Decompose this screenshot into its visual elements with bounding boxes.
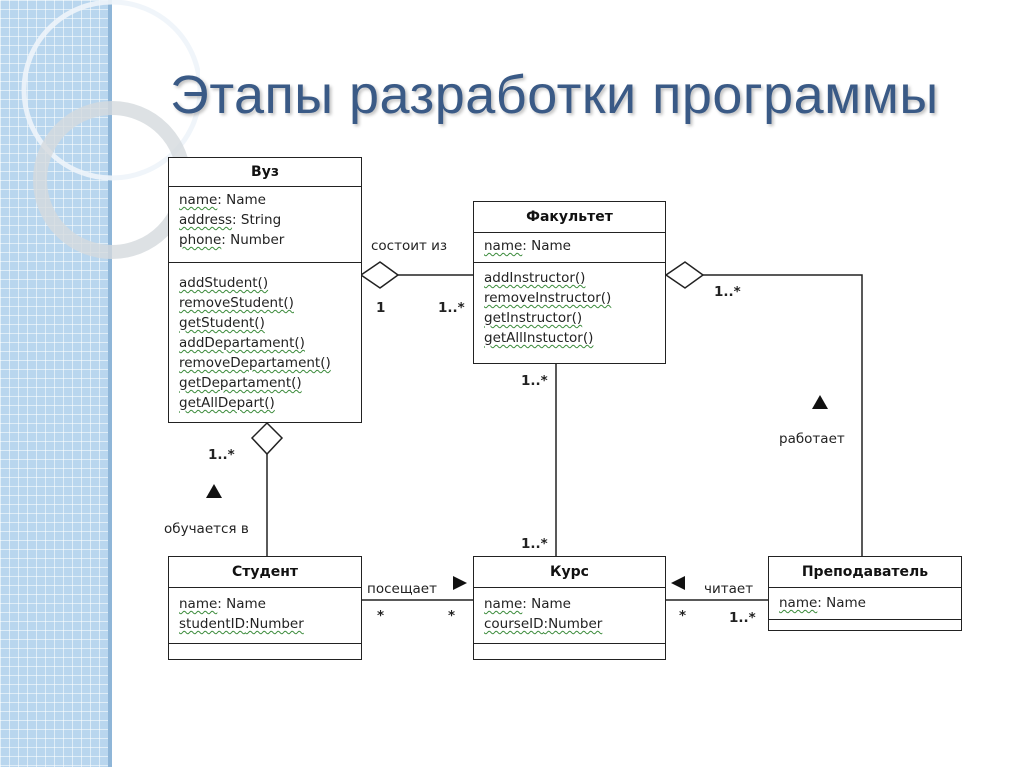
attribute: studentID:Number [179,616,304,632]
methods-section [769,620,961,630]
assoc-label-obuchaetsya: обучается в [164,521,249,537]
attribute: name: Name [779,595,866,611]
attribute: name: Name [179,596,266,612]
attribute: phone: Number [179,232,285,248]
attribute: courseID:Number [484,616,603,632]
class-fakultet[interactable]: Факультет name: Name addInstructor() rem… [473,201,666,364]
class-prepodavatel[interactable]: Преподаватель name: Name [768,556,962,631]
attribute: address: String [179,212,282,228]
class-name: Преподаватель [769,557,961,588]
mult-kurs-prep: * [679,608,687,624]
method: removeDepartament() [179,355,331,371]
direction-arrow-poseshchaet [453,576,467,590]
methods-section [474,644,665,660]
aggregation-diamond-fakultet [664,261,705,289]
attribute: name: Name [484,238,571,254]
method: getDepartament() [179,375,302,391]
assoc-label-sostoit: состоит из [371,238,448,254]
direction-arrow-obuchaetsya [206,484,222,498]
class-name: Факультет [474,202,665,233]
direction-arrow-rabotaet [812,395,828,409]
method: getAllDepart() [179,395,275,411]
methods-section [169,644,361,660]
aggregation-diamond-vuz [359,261,400,289]
class-name: Курс [474,557,665,588]
mult-vuz-student: 1..* [208,447,235,463]
line-fakultet-prepodavatel [703,274,863,557]
assoc-label-rabotaet: работает [779,431,845,447]
sidebar-edge [108,0,112,767]
method: getAllInstuctor() [484,330,594,346]
class-vuz[interactable]: Вуз name: Name address: String phone: Nu… [168,157,362,423]
mult-prepodavatel: 1..* [729,610,756,626]
methods-section: addStudent() removeStudent() getStudent(… [169,263,361,416]
method: removeInstructor() [484,290,612,306]
methods-section: addInstructor() removeInstructor() getIn… [474,263,665,351]
assoc-label-poseshchaet: посещает [367,581,437,597]
method: getInstructor() [484,310,583,326]
attributes-section: name: Name address: String phone: Number [169,187,361,263]
class-kurs[interactable]: Курс name: Name courseID:Number [473,556,666,660]
class-name: Вуз [169,158,361,187]
method: addDepartament() [179,335,305,351]
attributes-section: name: Name [769,588,961,620]
class-name: Студент [169,557,361,588]
method: removeStudent() [179,295,294,311]
mult-fakultet: 1..* [438,300,465,316]
assoc-label-chitaet: читает [704,581,754,597]
method: addStudent() [179,275,269,291]
aggregation-diamond-vuz-student [250,421,284,456]
attributes-section: name: Name [474,233,665,263]
mult-vuz: 1 [376,300,386,316]
mult-fakultet-kurs-bottom: 1..* [521,536,548,552]
attribute: name: Name [484,596,571,612]
mult-fakultet-kurs-top: 1..* [521,373,548,389]
class-student[interactable]: Студент name: Name studentID:Number [168,556,362,660]
page-title: Этапы разработки программы [170,65,939,125]
direction-arrow-chitaet [671,576,685,590]
mult-student: * [377,608,385,624]
attribute: name: Name [179,192,266,208]
mult-fakultet-prepodavatel: 1..* [714,284,741,300]
attributes-section: name: Name courseID:Number [474,588,665,644]
mult-kurs: * [448,608,456,624]
method: addInstructor() [484,270,586,286]
method: getStudent() [179,315,265,331]
attributes-section: name: Name studentID:Number [169,588,361,644]
